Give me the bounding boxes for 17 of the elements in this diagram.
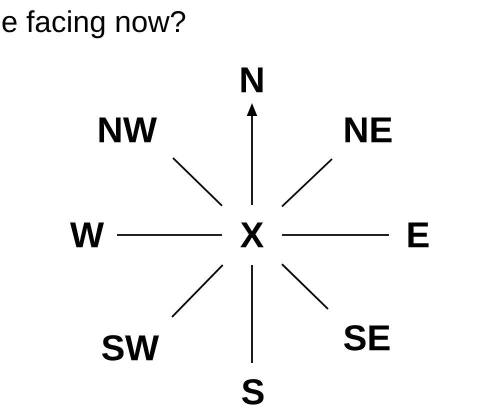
connector-line — [282, 234, 389, 236]
direction-label: W — [70, 222, 104, 248]
direction-label: S — [242, 379, 264, 405]
direction-label: SW — [102, 335, 159, 361]
connector-line — [117, 234, 222, 236]
direction-label: SE — [344, 325, 390, 351]
direction-label: N — [241, 67, 263, 92]
connector-line — [251, 265, 253, 363]
direction-label: NW — [99, 117, 157, 142]
question-text: e facing now? — [2, 10, 186, 38]
connector-line — [281, 264, 329, 310]
connector-line — [281, 158, 333, 208]
connector-line — [171, 264, 224, 318]
direction-label: NE — [345, 117, 392, 142]
center-label: X — [240, 222, 264, 248]
direction-label: E — [408, 222, 429, 248]
connector-line — [172, 157, 223, 206]
